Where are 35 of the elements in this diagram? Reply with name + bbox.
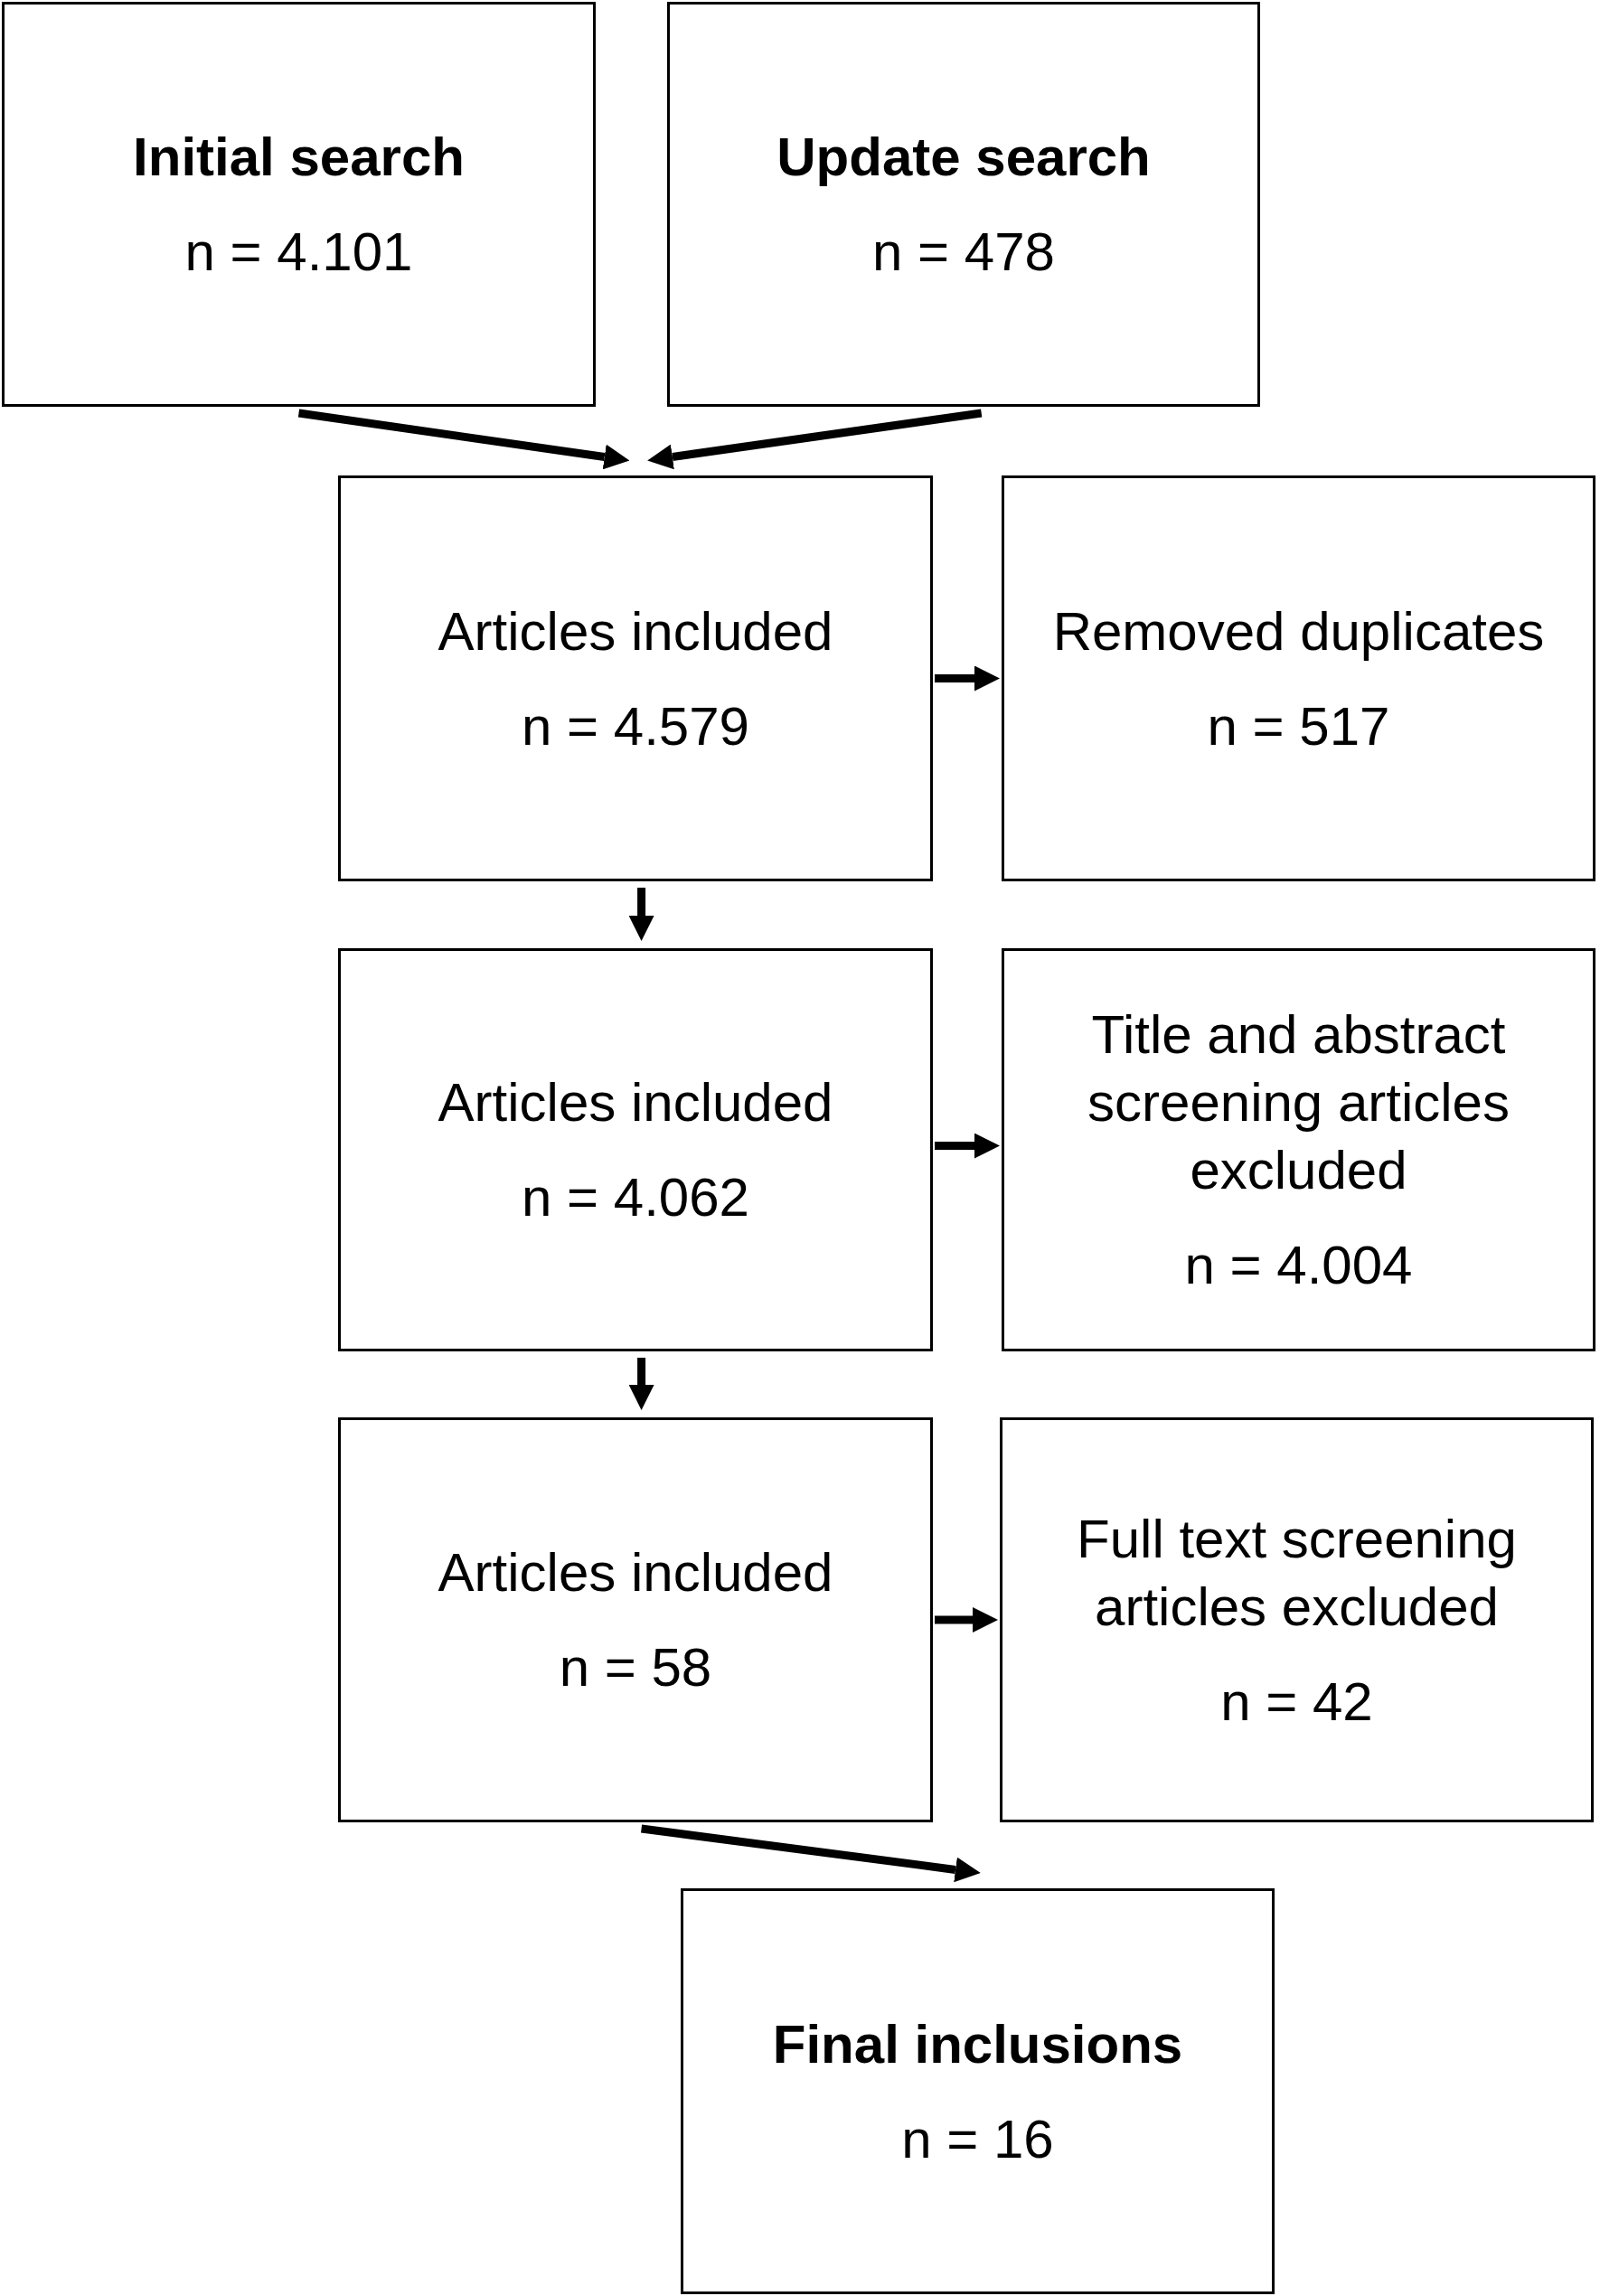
process-step-box: [338, 475, 933, 881]
step-title: Update search: [776, 126, 1151, 189]
step-title: Initial search: [133, 126, 465, 189]
arrow: [935, 1607, 998, 1633]
arrow: [935, 665, 1000, 692]
arrow: [641, 1824, 981, 1883]
process-step-box: [1002, 475, 1595, 881]
step-title: Full text screening articles excluded: [1076, 1507, 1518, 1639]
process-step-box: [1000, 1417, 1594, 1822]
process-step-box: [1002, 948, 1595, 1351]
count-text: n = 4.579: [522, 694, 749, 758]
process-step-box: [681, 1888, 1275, 2294]
count-text: n = 42: [1220, 1670, 1373, 1734]
step-title: Removed duplicates: [1052, 599, 1545, 663]
step-title: Title and abstract screening articles excluded: [1087, 1003, 1511, 1202]
arrow: [628, 1358, 654, 1410]
count-text: n = 4.062: [522, 1166, 749, 1229]
arrow: [647, 409, 983, 470]
count-text: n = 478: [872, 221, 1055, 284]
arrow: [297, 409, 630, 470]
count-text: n = 517: [1207, 694, 1390, 758]
process-step-box: [667, 2, 1260, 407]
count-text: n = 58: [559, 1636, 712, 1699]
count-text: n = 4.101: [184, 221, 413, 284]
process-step-box: [2, 2, 596, 407]
count-text: n = 16: [901, 2107, 1054, 2171]
step-title: Articles included: [438, 599, 833, 663]
arrow: [935, 1133, 1000, 1159]
process-step-box: [338, 948, 933, 1351]
count-text: n = 4.004: [1184, 1234, 1413, 1297]
step-title: Articles included: [438, 1071, 833, 1134]
process-step-box: [338, 1417, 933, 1822]
step-title: Final inclusions: [772, 2012, 1183, 2076]
arrow: [628, 888, 654, 941]
step-title: Articles included: [438, 1541, 833, 1604]
